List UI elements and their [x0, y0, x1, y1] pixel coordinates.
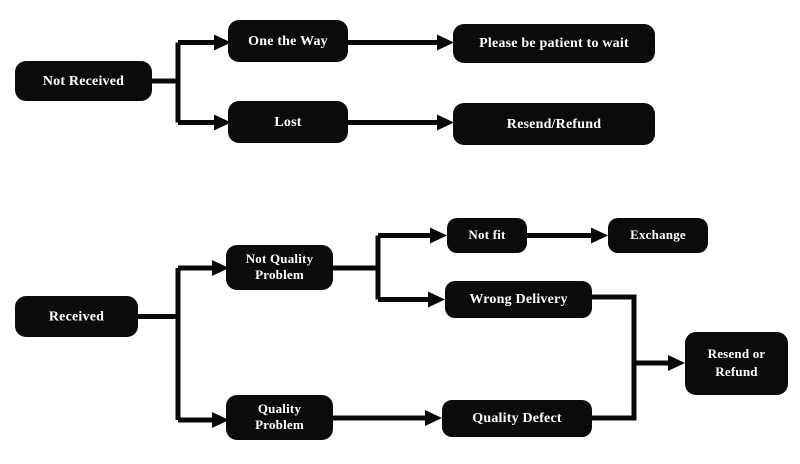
arrowhead-to-exchange [591, 227, 608, 244]
node-resend-or-refund[interactable]: Resend or Refund [685, 332, 788, 395]
node-not-received[interactable]: Not Received [15, 61, 152, 101]
node-one-the-way[interactable]: One the Way [228, 20, 348, 62]
node-resend-or-refund-label-line1: Resend or [708, 346, 766, 361]
node-please-be-patient-label: Please be patient to wait [479, 36, 629, 51]
node-exchange-shape [608, 218, 708, 253]
node-exchange[interactable]: Exchange [608, 218, 708, 253]
arrowhead-to-quality-defect [425, 410, 442, 426]
node-one-the-way-label: One the Way [248, 34, 328, 49]
arrowhead-to-not-fit [430, 227, 447, 244]
node-wrong-delivery-label: Wrong Delivery [469, 292, 567, 307]
node-resend-refund-shape [453, 103, 655, 145]
arrowhead-to-lost [214, 114, 231, 131]
node-exchange-label: Exchange [630, 227, 686, 242]
arrowhead-to-one-the-way [214, 34, 231, 51]
node-not-fit[interactable]: Not fit [447, 218, 527, 253]
arrowhead-to-quality-problem [212, 412, 229, 428]
node-received[interactable]: Received [15, 296, 138, 337]
node-not-quality-problem-label-line2: Problem [255, 267, 304, 282]
node-lost-shape [228, 101, 348, 143]
arrowhead-to-not-quality-problem [212, 260, 229, 276]
node-not-fit-shape [447, 218, 527, 253]
node-quality-problem-shape [226, 395, 333, 440]
node-please-be-patient-shape [453, 24, 655, 63]
node-quality-problem-label-line2: Problem [255, 417, 304, 432]
node-quality-problem[interactable]: Quality Problem [226, 395, 333, 440]
node-resend-refund[interactable]: Resend/Refund [453, 103, 655, 145]
node-one-the-way-shape [228, 20, 348, 62]
node-resend-or-refund-label-line2: Refund [715, 364, 758, 379]
node-lost-label: Lost [274, 115, 301, 130]
node-quality-problem-label-line1: Quality [258, 401, 302, 416]
node-resend-or-refund-shape [685, 332, 788, 395]
node-not-quality-problem-label-line1: Not Quality [246, 251, 314, 266]
node-not-received-label: Not Received [43, 74, 124, 89]
node-received-shape [15, 296, 138, 337]
arrowhead-to-resend-refund [437, 114, 454, 131]
node-quality-defect-shape [442, 400, 592, 437]
node-quality-defect-label: Quality Defect [472, 411, 562, 426]
arrowhead-to-patient [437, 34, 454, 51]
node-quality-defect[interactable]: Quality Defect [442, 400, 592, 437]
arrowhead-to-wrong-delivery [428, 291, 445, 308]
node-wrong-delivery-shape [445, 281, 592, 318]
node-not-fit-label: Not fit [468, 227, 506, 242]
arrowhead-to-resend-or-refund [668, 355, 685, 371]
node-not-received-shape [15, 61, 152, 101]
node-resend-refund-label: Resend/Refund [507, 117, 601, 132]
node-not-quality-problem-shape [226, 245, 333, 290]
connector-quality-defect-merge [592, 363, 637, 421]
connector-wrong-delivery-merge [592, 294, 637, 363]
node-please-be-patient[interactable]: Please be patient to wait [453, 24, 655, 63]
node-not-quality-problem[interactable]: Not Quality Problem [226, 245, 333, 290]
node-received-label: Received [49, 310, 104, 325]
node-lost[interactable]: Lost [228, 101, 348, 143]
node-wrong-delivery[interactable]: Wrong Delivery [445, 281, 592, 318]
